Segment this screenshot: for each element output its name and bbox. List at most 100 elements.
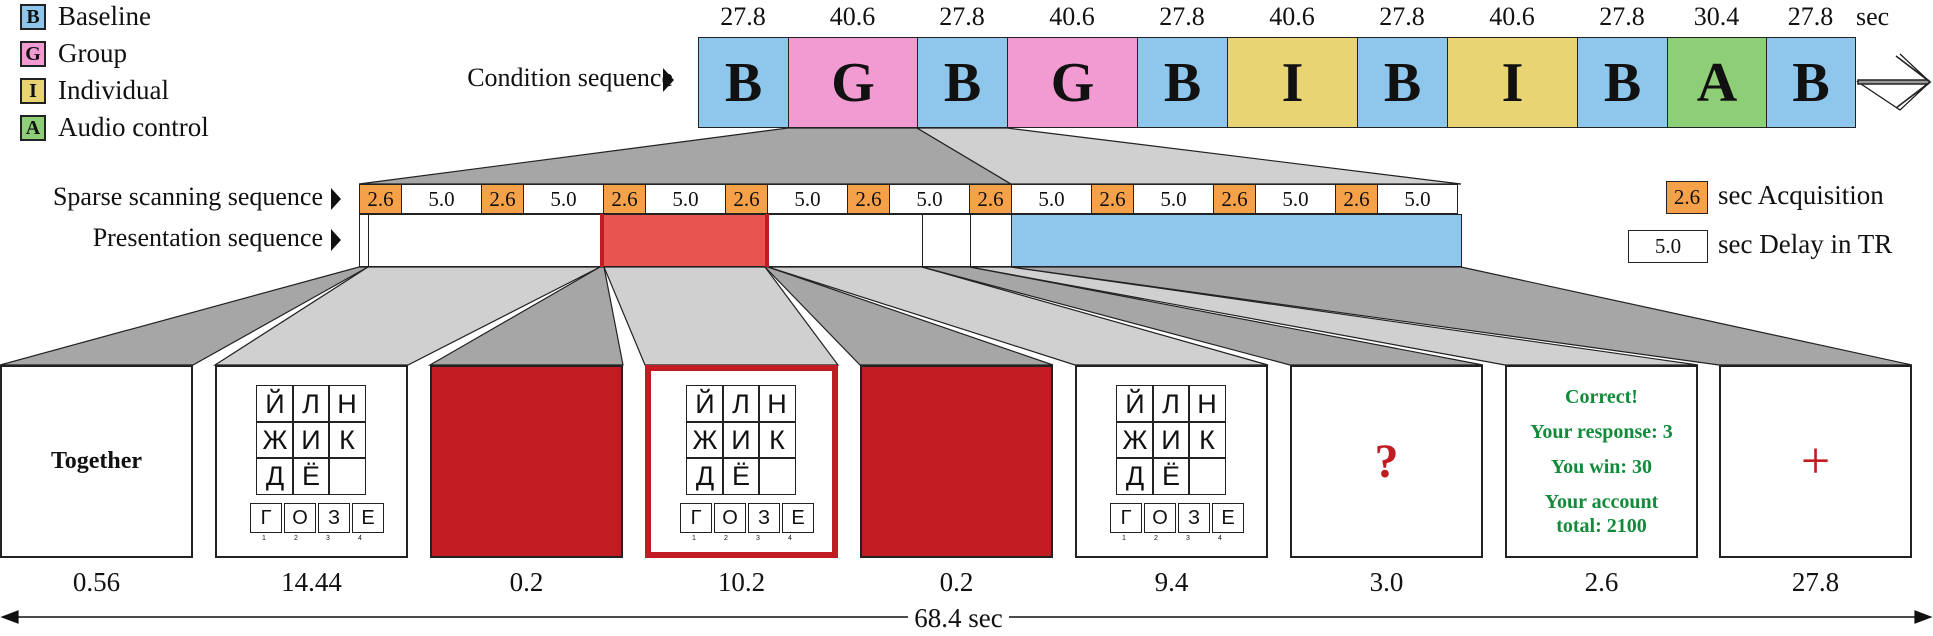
condition-block-B: B	[698, 37, 789, 128]
grid-cell: Л	[722, 385, 760, 423]
sequence-arrow-icon	[1857, 55, 1932, 109]
legend-label: Individual	[58, 75, 169, 105]
acquisition-cell: 2.6	[969, 184, 1012, 214]
panel-duration: 14.44	[281, 567, 342, 597]
arrow-right-icon	[1914, 610, 1933, 624]
answer-option: З	[318, 503, 350, 533]
answer-option: О	[1144, 503, 1176, 533]
grid-cell: И	[292, 421, 330, 459]
condition-duration: 27.8	[1379, 2, 1425, 31]
delay-cell: 5.0	[1377, 184, 1458, 214]
grid-cell: Н	[328, 385, 366, 423]
zoom-connector-panel	[603, 266, 840, 366]
panel-duration: 0.56	[72, 567, 121, 597]
presentation-segment	[768, 214, 923, 267]
condition-block-B: B	[1766, 37, 1856, 128]
delay-cell: 5.0	[401, 184, 482, 214]
zoom-connector-panel	[1010, 266, 1913, 366]
panel-duration: 0.2	[939, 567, 974, 597]
option-number: 1	[692, 535, 696, 542]
option-number: 2	[724, 535, 728, 542]
panel-duration: 10.2	[717, 567, 766, 597]
condition-duration: 27.8	[1787, 2, 1834, 31]
play-arrow-icon	[663, 68, 674, 92]
legend-swatch-baseline: B	[20, 4, 46, 30]
answer-option: З	[1178, 503, 1210, 533]
trial-panel-red	[860, 365, 1053, 558]
panel-duration: 2.6	[1584, 567, 1619, 597]
zoom-connector-panel	[0, 266, 371, 366]
presentation-marker	[600, 214, 604, 267]
zoom-connector-panel	[212, 266, 601, 366]
condition-block-B: B	[1137, 37, 1228, 128]
grid-cell: Н	[1188, 385, 1226, 423]
grid-cell: К	[758, 421, 796, 459]
grid-cell: Ё	[722, 457, 760, 495]
delay-cell: 5.0	[1255, 184, 1336, 214]
presentation-segment	[970, 214, 1012, 267]
delay-cell: 5.0	[1133, 184, 1214, 214]
condition-duration: 40.6	[829, 2, 876, 31]
trial-panel-question: ?	[1290, 365, 1483, 558]
condition-block-B: B	[1357, 37, 1448, 128]
option-number: 4	[358, 535, 362, 542]
grid-cell	[758, 457, 796, 495]
option-number: 4	[1218, 535, 1222, 542]
presentation-segment	[1011, 214, 1462, 267]
delay-cell: 5.0	[1011, 184, 1092, 214]
legend-label: Group	[58, 38, 127, 68]
answer-option: Г	[1110, 503, 1142, 533]
condition-duration: 27.8	[939, 2, 985, 31]
legend-label: Baseline	[58, 1, 151, 31]
condition-duration: 30.4	[1693, 2, 1740, 31]
cue-text: Together	[50, 448, 143, 474]
presentation-marker	[765, 214, 769, 267]
option-number: 2	[1154, 535, 1158, 542]
trial-panel-text: Together	[0, 365, 193, 558]
acquisition-swatch: 2.6	[1666, 181, 1708, 214]
grid-cell	[328, 457, 366, 495]
feedback-line: Your response: 3	[1530, 421, 1673, 443]
grid-cell: Ж	[256, 421, 294, 459]
delay-label: sec Delay in TR	[1718, 229, 1893, 259]
fixation-cross: +	[1800, 432, 1831, 490]
grid-cell: Й	[1116, 385, 1154, 423]
feedback-line: You win: 30	[1550, 456, 1653, 478]
acquisition-cell: 2.6	[603, 184, 646, 214]
option-number: 1	[262, 535, 266, 542]
acquisition-cell: 2.6	[725, 184, 768, 214]
time-unit: sec	[1856, 2, 1890, 31]
option-number: 1	[1122, 535, 1126, 542]
presentation-segment	[922, 214, 971, 267]
legend-swatch-group: G	[20, 41, 46, 67]
acquisition-cell: 2.6	[1091, 184, 1134, 214]
answer-option: О	[714, 503, 746, 533]
delay-cell: 5.0	[523, 184, 604, 214]
zoom-connector-panel	[969, 266, 1699, 366]
condition-duration: 40.6	[1489, 2, 1535, 31]
arrow-left-icon	[0, 610, 19, 624]
acquisition-cell: 2.6	[1213, 184, 1256, 214]
grid-cell: Д	[256, 457, 294, 495]
delay-cell: 5.0	[889, 184, 970, 214]
zoom-connector-group	[358, 127, 1014, 185]
condition-block-I: I	[1227, 37, 1358, 128]
condition-block-B: B	[1577, 37, 1668, 128]
condition-block-A: A	[1667, 37, 1767, 128]
grid-cell: Д	[686, 457, 724, 495]
answer-option: Е	[1212, 503, 1244, 533]
condition-block-G: G	[1007, 37, 1138, 128]
option-number: 4	[788, 535, 792, 542]
grid-cell: Й	[686, 385, 724, 423]
acquisition-cell: 2.6	[359, 184, 402, 214]
legend-swatch-individual: I	[20, 78, 46, 104]
grid-cell: Л	[1152, 385, 1190, 423]
grid-cell: Д	[1116, 457, 1154, 495]
